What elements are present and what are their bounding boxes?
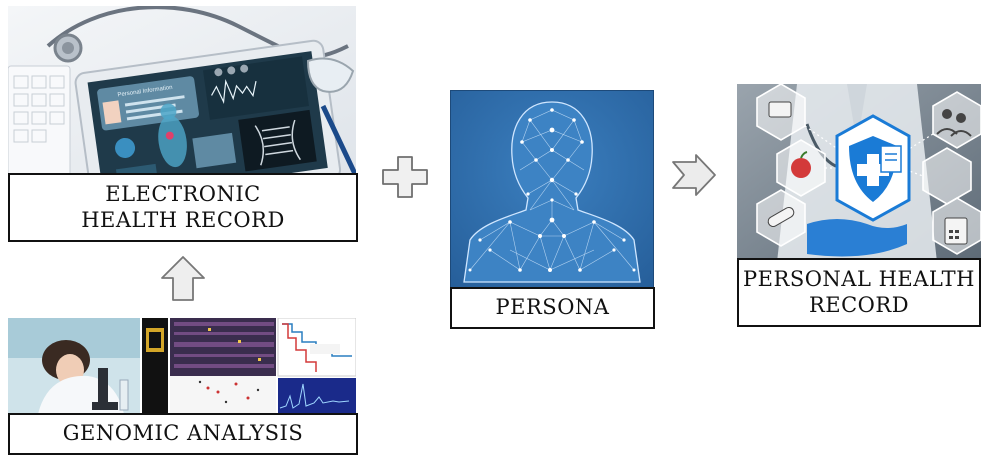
health-shield-icon [737, 84, 981, 262]
genomic-lab-icon [8, 318, 356, 414]
ehr-image: Personal Information [8, 6, 356, 176]
persona-label-text: PERSONA [495, 295, 610, 320]
ehr-label-line2: HEALTH RECORD [81, 207, 285, 232]
doctor-tablet-icon: Personal Information [8, 6, 356, 176]
arrow-right-icon [672, 154, 716, 196]
ehr-label: ELECTRONIC HEALTH RECORD [8, 173, 358, 242]
plus-icon [382, 156, 428, 198]
arrow-up-icon [161, 256, 205, 301]
persona-network-icon [450, 90, 654, 290]
persona-label: PERSONA [450, 287, 655, 329]
phr-label-line1: PERSONAL HEALTH [743, 267, 975, 292]
phr-label-line2: RECORD [808, 292, 910, 317]
phr-image [737, 84, 981, 262]
genomic-label: GENOMIC ANALYSIS [8, 413, 358, 455]
persona-image [450, 90, 654, 290]
genomic-image [8, 318, 356, 414]
phr-label: PERSONAL HEALTH RECORD [737, 258, 981, 327]
ehr-label-line1: ELECTRONIC [105, 182, 261, 207]
genomic-label-text: GENOMIC ANALYSIS [62, 421, 304, 446]
